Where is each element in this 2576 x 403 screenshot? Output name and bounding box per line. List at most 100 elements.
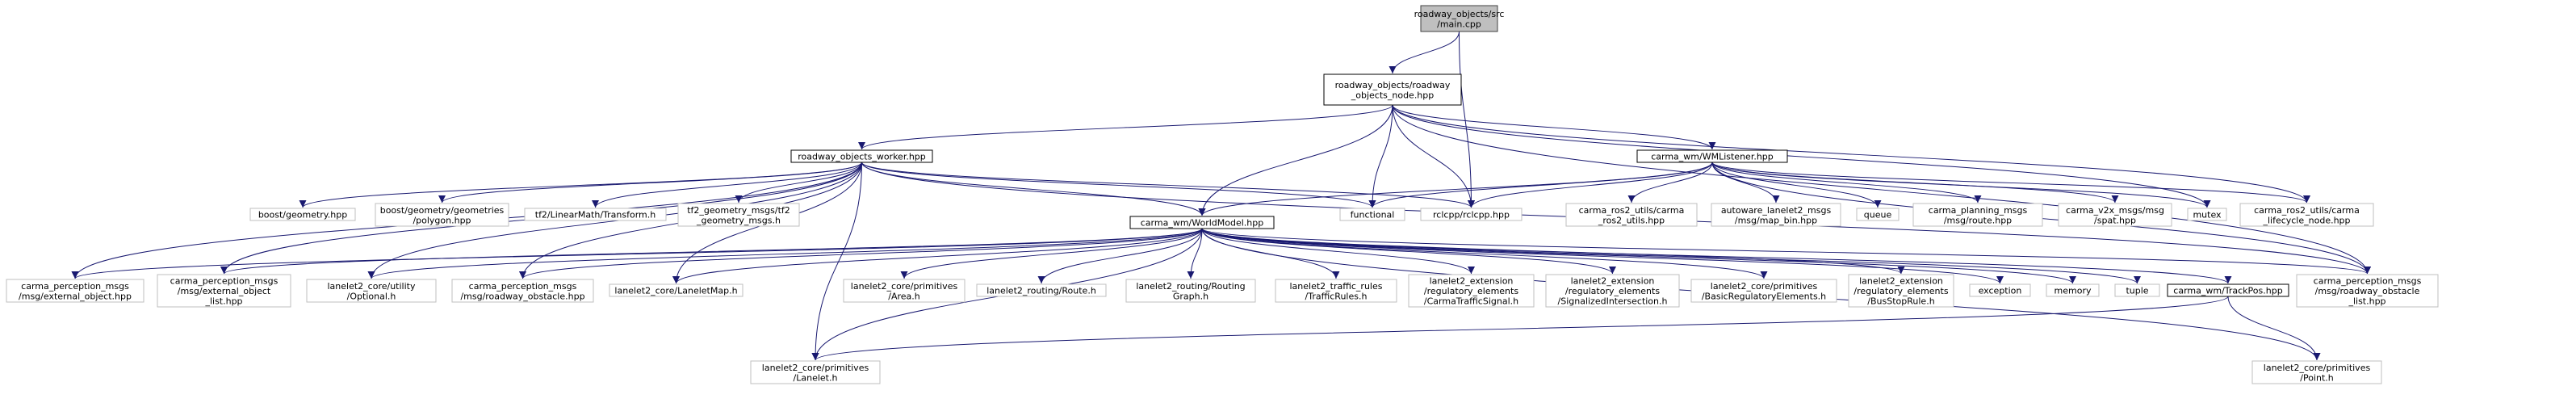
node-label-carma_ros2_utils-line-1: _ros2_utils.hpp — [1598, 215, 1665, 225]
node-layer: roadway_objects/src/main.cpproadway_obje… — [6, 5, 2439, 384]
node-trackpos[interactable]: carma_wm/TrackPos.hpp — [2167, 283, 2289, 297]
node-box-worldmodel — [1129, 216, 1275, 229]
node-label-laneletmap-line-0: lanelet2_core/LaneletMap.h — [614, 286, 737, 296]
node-label-routing_graph-line-0: lanelet2_routing/Routing — [1136, 281, 1245, 292]
node-label-worker-line-0: roadway_objects_worker.hpp — [798, 152, 926, 162]
node-box-point_h — [2251, 360, 2382, 384]
edge-worldmodel-to-carma_signal — [1201, 228, 1475, 275]
node-label-signalized-line-2: /SignalizedIntersection.h — [1558, 296, 1668, 307]
node-label-wmlistener-line-0: carma_wm/WMListener.hpp — [1651, 152, 1774, 162]
node-box-autoware_bin — [1711, 203, 1841, 227]
node-label-rw_obstacle-line-0: carma_perception_msgs — [469, 281, 577, 292]
node-memory: memory — [2046, 283, 2100, 297]
node-box-main — [1420, 5, 1498, 32]
node-box-optional — [306, 279, 437, 303]
edge-worker-to-boost_geo — [299, 162, 862, 208]
node-boost_geo: boost/geometry.hpp — [249, 208, 356, 221]
node-box-signalized — [1545, 274, 1680, 308]
node-box-memory — [2046, 283, 2100, 297]
edge-worldmodel-to-laneletmap — [672, 228, 1203, 284]
node-box-wmlistener — [1636, 149, 1788, 163]
node-label-tuple-line-0: tuple — [2126, 286, 2148, 296]
node-box-area — [843, 279, 965, 303]
node-exception: exception — [1969, 283, 2031, 297]
node-box-v2x_spat — [2058, 203, 2172, 227]
node-label-node_hpp-line-1: _objects_node.hpp — [1351, 90, 1435, 100]
node-box-queue — [1856, 208, 1900, 221]
node-label-traffic_rules-line-0: lanelet2_traffic_rules — [1290, 281, 1383, 292]
node-node_hpp[interactable]: roadway_objects/roadway_objects_node.hpp — [1323, 73, 1462, 106]
node-box-worker — [790, 149, 933, 163]
edge-node_hpp-to-mutex — [1392, 104, 2211, 208]
edge-main-to-rclcpp — [1459, 31, 1475, 208]
node-box-routing_graph — [1125, 279, 1256, 303]
node-label-carma_ros2_utils-line-0: carma_ros2_utils/carma — [1579, 205, 1685, 216]
node-label-tf2_lm-line-0: tf2/LinearMath/Transform.h — [535, 210, 656, 220]
edge-worker-to-rclcpp — [861, 162, 1475, 208]
node-label-busstop-line-1: /regulatory_elements — [1853, 286, 1948, 296]
node-worker[interactable]: roadway_objects_worker.hpp — [790, 149, 933, 163]
node-box-lifecycle — [2239, 203, 2374, 227]
node-label-ext_obj_list-line-2: _list.hpp — [204, 296, 242, 307]
node-label-basic_reg-line-0: lanelet2_core/primitives — [1711, 281, 1818, 292]
node-label-queue-line-0: queue — [1864, 210, 1892, 220]
node-label-exception-line-0: exception — [1979, 286, 2022, 296]
node-label-ext_obj_list-line-1: /msg/external_object — [178, 286, 271, 296]
edge-wmlistener-to-rclcpp — [1468, 162, 1713, 208]
node-box-planning_route — [1912, 203, 2043, 227]
node-v2x_spat: carma_v2x_msgs/msg/spat.hpp — [2058, 203, 2172, 227]
node-box-tuple — [2114, 283, 2160, 297]
node-label-optional-line-0: lanelet2_core/utility — [328, 281, 416, 292]
edge-worldmodel-to-busstop — [1201, 228, 1905, 275]
edge-wmlistener-to-v2x_spat — [1711, 162, 2119, 204]
node-autoware_bin: autoware_lanelet2_msgs/msg/map_bin.hpp — [1711, 203, 1841, 227]
node-label-boost_poly-line-1: /polygon.hpp — [413, 215, 471, 225]
node-label-point_h-line-0: lanelet2_core/primitives — [2264, 363, 2371, 373]
node-label-rw_obstacle_list-line-0: carma_perception_msgs — [2314, 276, 2422, 287]
node-label-route_h-line-0: lanelet2_routing/Route.h — [986, 286, 1096, 296]
node-label-ext_obj-line-0: carma_perception_msgs — [21, 281, 129, 292]
edge-node_hpp-to-worker — [858, 104, 1393, 150]
node-label-main-line-0: roadway_objects/src — [1414, 9, 1505, 19]
node-box-route_h — [976, 283, 1107, 297]
edge-worker-to-functional — [861, 162, 1376, 208]
node-area: lanelet2_core/primitives/Area.h — [843, 279, 965, 303]
node-box-functional — [1339, 208, 1405, 221]
node-box-trackpos — [2167, 283, 2289, 297]
node-wmlistener[interactable]: carma_wm/WMListener.hpp — [1636, 149, 1788, 163]
node-label-rw_obstacle_list-line-2: _list.hpp — [2348, 296, 2385, 307]
node-box-rclcpp — [1420, 208, 1523, 221]
edge-wmlistener-to-queue — [1711, 162, 1882, 208]
edge-worker-to-tf2_lm — [592, 162, 862, 208]
node-box-carma_ros2_utils — [1565, 203, 1698, 227]
node-label-ext_obj-line-1: /msg/external_object.hpp — [19, 291, 132, 301]
edge-worldmodel-to-ext_obj_list — [220, 228, 1203, 275]
edge-wmlistener-to-carma_ros2_utils — [1627, 162, 1713, 204]
node-box-ext_obj — [6, 279, 145, 303]
node-label-worldmodel-line-0: carma_wm/WorldModel.hpp — [1141, 218, 1263, 229]
node-box-rw_obstacle_list — [2296, 274, 2439, 308]
node-label-ext_obj_list-line-0: carma_perception_msgs — [170, 276, 279, 287]
edge-worldmodel-to-basic_reg — [1201, 228, 1768, 279]
node-label-v2x_spat-line-0: carma_v2x_msgs/msg — [2066, 205, 2164, 216]
node-worldmodel[interactable]: carma_wm/WorldModel.hpp — [1129, 216, 1275, 229]
edge-main-to-node_hpp — [1389, 31, 1460, 74]
node-main[interactable]: roadway_objects/src/main.cpp — [1414, 5, 1505, 32]
node-label-lanelet_h-line-1: /Lanelet.h — [794, 372, 838, 383]
edge-node_hpp-to-rw_obstacle_list — [1392, 104, 2371, 275]
edge-worker-to-worldmodel — [861, 162, 1206, 216]
node-box-tf2_gm — [677, 203, 800, 227]
node-label-autoware_bin-line-0: autoware_lanelet2_msgs — [1721, 205, 1832, 216]
node-box-traffic_rules — [1275, 279, 1397, 303]
edge-worldmodel-to-signalized — [1201, 228, 1616, 275]
node-label-memory-line-0: memory — [2055, 286, 2092, 296]
node-label-traffic_rules-line-1: /TrafficRules.h — [1305, 291, 1368, 301]
edge-node_hpp-to-functional — [1368, 104, 1393, 208]
edge-wmlistener-to-lifecycle — [1711, 162, 2310, 204]
edge-node_hpp-to-rclcpp — [1392, 104, 1475, 208]
node-box-node_hpp — [1323, 73, 1462, 106]
node-label-node_hpp-line-0: roadway_objects/roadway — [1335, 80, 1451, 90]
edge-worldmodel-to-exception — [1201, 228, 2004, 284]
